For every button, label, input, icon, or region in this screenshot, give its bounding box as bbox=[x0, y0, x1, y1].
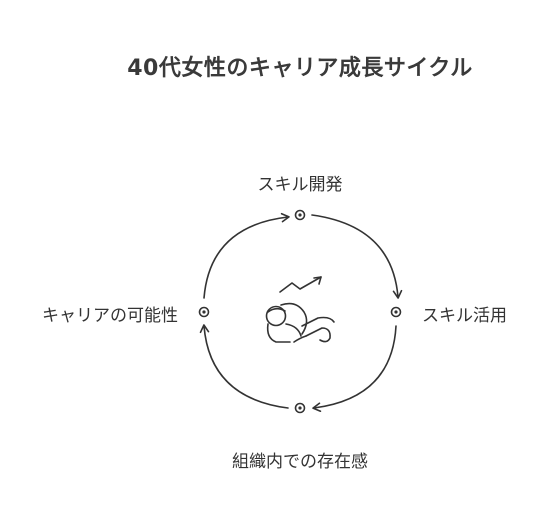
node-dot-bottom bbox=[294, 402, 306, 414]
node-dot-left bbox=[198, 306, 210, 318]
diagram-title: 40代女性のキャリア成長サイクル bbox=[127, 56, 473, 81]
node-label-skill-development: スキル開発 bbox=[257, 175, 343, 195]
person-growth-icon bbox=[265, 276, 335, 343]
node-label-career-potential: キャリアの可能性 bbox=[42, 306, 178, 326]
node-dot-right bbox=[390, 306, 402, 318]
arrow-bottom-to-left bbox=[199, 324, 289, 409]
arrow-right-to-bottom bbox=[312, 325, 397, 413]
arrow-top-to-right bbox=[311, 214, 403, 299]
node-label-organizational-presence: 組織内での存在感 bbox=[232, 452, 368, 472]
node-label-skill-utilization: スキル活用 bbox=[422, 306, 507, 326]
node-dot-top bbox=[294, 209, 306, 221]
arrow-left-to-top bbox=[203, 212, 290, 299]
